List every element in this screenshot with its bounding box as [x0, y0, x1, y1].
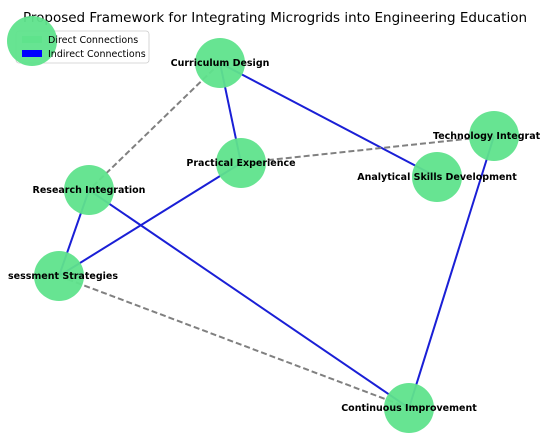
edge-assessment-continuous: [58, 275, 410, 409]
node-research: [64, 165, 114, 215]
node-label-technology: Technology Integrat: [433, 131, 541, 142]
legend-direct-swatch: [22, 36, 42, 43]
node-curriculum: [195, 38, 245, 88]
edge-assessment-practical: [58, 162, 242, 277]
node-label-continuous: Continuous Improvement: [341, 403, 477, 414]
edge-curriculum-research: [88, 62, 221, 191]
diagram-title: Proposed Framework for Integrating Micro…: [23, 10, 527, 26]
node-practical: [216, 138, 266, 188]
edge-technology-continuous: [408, 135, 495, 409]
edge-practical-technology: [240, 135, 495, 164]
node-analytical: [412, 152, 462, 202]
legend-direct-label: Direct Connections: [48, 35, 138, 46]
node-assessment: [34, 251, 84, 301]
node-label-analytical: Analytical Skills Development: [357, 172, 517, 183]
edge-layer: [58, 62, 495, 409]
node-layer: [34, 38, 519, 433]
edge-research-continuous: [88, 189, 410, 409]
node-continuous: [384, 383, 434, 433]
edge-curriculum-analytical: [219, 62, 438, 178]
node-label-curriculum: Curriculum Design: [171, 58, 270, 69]
node-label-practical: Practical Experience: [186, 158, 295, 169]
node-technology: [469, 111, 519, 161]
node-label-assessment: sessment Strategies: [8, 271, 118, 282]
legend-indirect-label: Indirect Connections: [48, 49, 146, 60]
legend: Direct Connections Indirect Connections: [7, 16, 150, 66]
legend-indirect-swatch: [22, 50, 42, 57]
node-label-research: Research Integration: [33, 185, 146, 196]
